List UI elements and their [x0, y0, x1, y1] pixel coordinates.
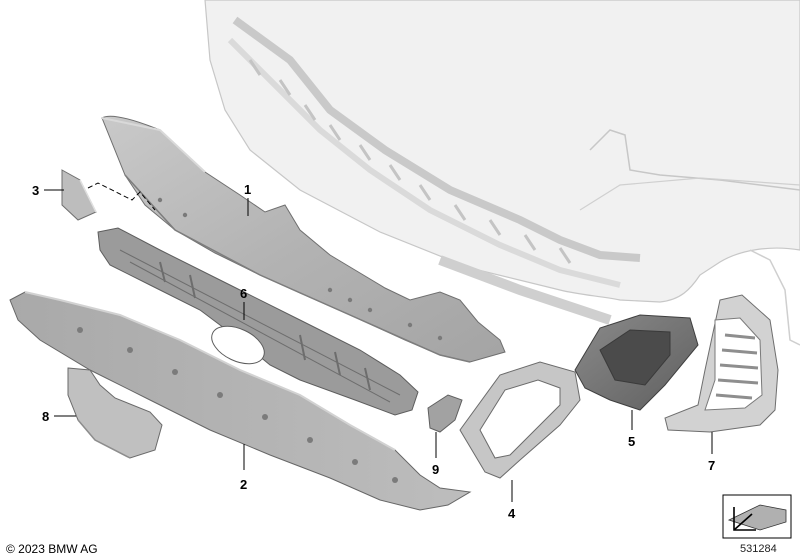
- copyright-text: © 2023 BMW AG: [6, 542, 98, 556]
- callout-3[interactable]: 3: [32, 183, 39, 198]
- callout-6[interactable]: 6: [240, 286, 247, 301]
- part-5-air-duct: [574, 314, 699, 411]
- part-1-bumper-trim-panel: [101, 115, 506, 363]
- part-9-bracket: [427, 394, 463, 433]
- part-7-side-grille: [664, 294, 779, 433]
- callout-1[interactable]: 1: [244, 182, 251, 197]
- part-3-cover-cap: [61, 169, 97, 221]
- leader-lines: [44, 189, 713, 502]
- callout-9[interactable]: 9: [432, 462, 439, 477]
- callout-2[interactable]: 2: [240, 477, 247, 492]
- background-bumper-body: [204, 0, 800, 346]
- part-4-trim-ring: [459, 361, 581, 479]
- callout-8[interactable]: 8: [42, 409, 49, 424]
- part-3-dashed-assembly-line: [87, 182, 156, 211]
- part-8-side-cover: [67, 367, 163, 459]
- part-2-lower-diffuser: [9, 291, 472, 511]
- corner-symbol-icon: [722, 494, 792, 539]
- callout-4[interactable]: 4: [508, 506, 516, 521]
- callout-7[interactable]: 7: [708, 458, 715, 473]
- diagram-id-text: 531284: [740, 543, 777, 555]
- callout-5[interactable]: 5: [628, 434, 635, 449]
- part-6-grille-frame: [97, 227, 419, 416]
